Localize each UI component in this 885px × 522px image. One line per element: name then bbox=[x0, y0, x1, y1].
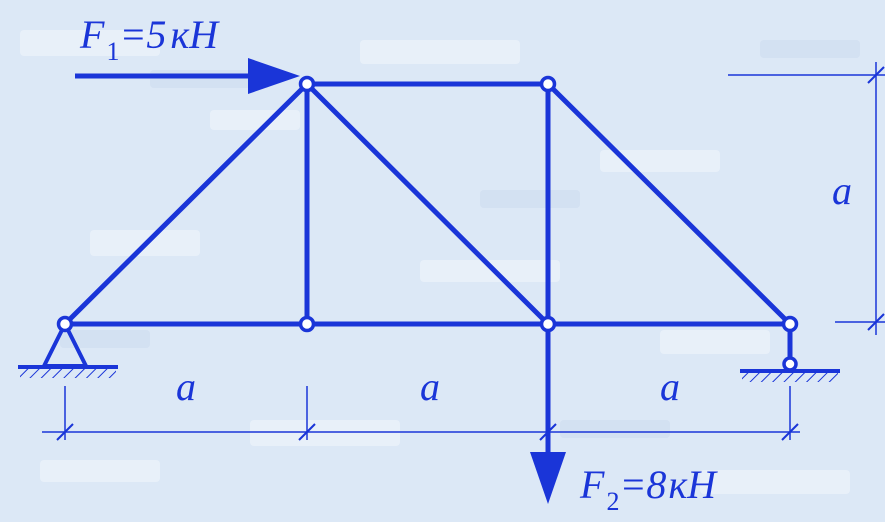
roller-support bbox=[740, 330, 840, 382]
member-center-diagonal bbox=[304, 81, 551, 327]
member-right-diagonal bbox=[545, 81, 793, 327]
node-d bbox=[298, 315, 316, 333]
truss-members bbox=[62, 81, 793, 327]
pinned-support bbox=[18, 322, 118, 378]
node-a bbox=[56, 315, 74, 333]
node-f bbox=[781, 315, 799, 333]
dimension-span-2: a bbox=[420, 364, 440, 409]
node-e bbox=[539, 315, 557, 333]
load-f1-arrow bbox=[75, 58, 300, 94]
load-f2-arrow bbox=[530, 330, 566, 504]
vertical-dimension bbox=[728, 62, 885, 335]
node-b bbox=[298, 75, 316, 93]
load-f2-label: F2=8кН bbox=[579, 462, 718, 516]
member-left-diagonal bbox=[62, 81, 310, 327]
dimension-span-1: a bbox=[176, 364, 196, 409]
dimension-span-3: a bbox=[660, 364, 680, 409]
dimension-height: a bbox=[832, 168, 852, 213]
node-c bbox=[539, 75, 557, 93]
truss-nodes bbox=[56, 75, 799, 333]
